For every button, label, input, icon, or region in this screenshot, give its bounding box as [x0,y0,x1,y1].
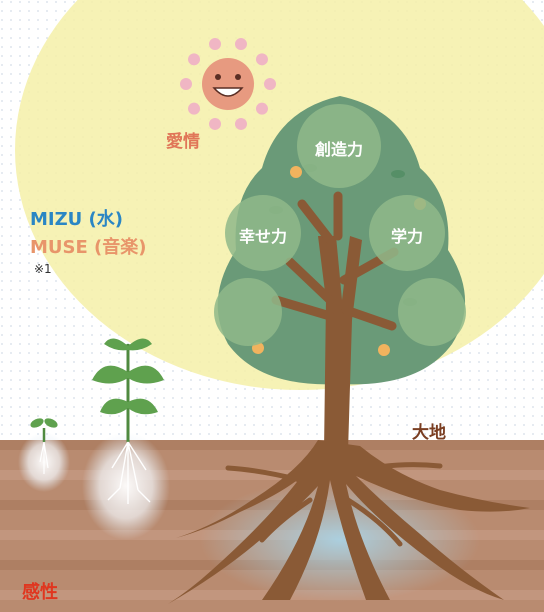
sun-petal [209,117,222,130]
footnote-mark: ※1 [34,262,52,276]
mizu-label: MIZU (水) [30,209,123,230]
sun-petal [234,117,247,130]
affection-label: 愛情 [166,132,200,152]
sun-petal [264,78,276,90]
smiling-sun-icon [180,38,276,130]
creativity-bubble [297,104,381,188]
sun-petal [255,102,268,115]
earth-label: 大地 [412,423,446,443]
left-blank-bubble [214,278,282,346]
happiness-label: 幸せ力 [238,227,287,246]
sun-petals [180,38,276,130]
creativity-label: 創造力 [314,140,363,159]
right-blank-bubble [398,278,466,346]
sun-petal [234,38,247,51]
tree-root-glow [200,478,480,602]
seedling-icon [30,418,58,474]
tree-icon [168,96,530,604]
sun-petal [255,53,268,66]
learning-label: 学力 [390,227,423,246]
sun-petal [209,38,222,51]
sun-petal [180,78,192,90]
sun-petal [188,102,201,115]
sun-petal [188,53,201,66]
learning-bubble [369,195,445,271]
muse-label: MUSE (音楽) [30,237,147,258]
sensitivity-label: 感性 [22,582,58,603]
happiness-bubble [225,195,301,271]
young-plant-icon [92,338,164,504]
plant-root-glow [82,432,170,540]
